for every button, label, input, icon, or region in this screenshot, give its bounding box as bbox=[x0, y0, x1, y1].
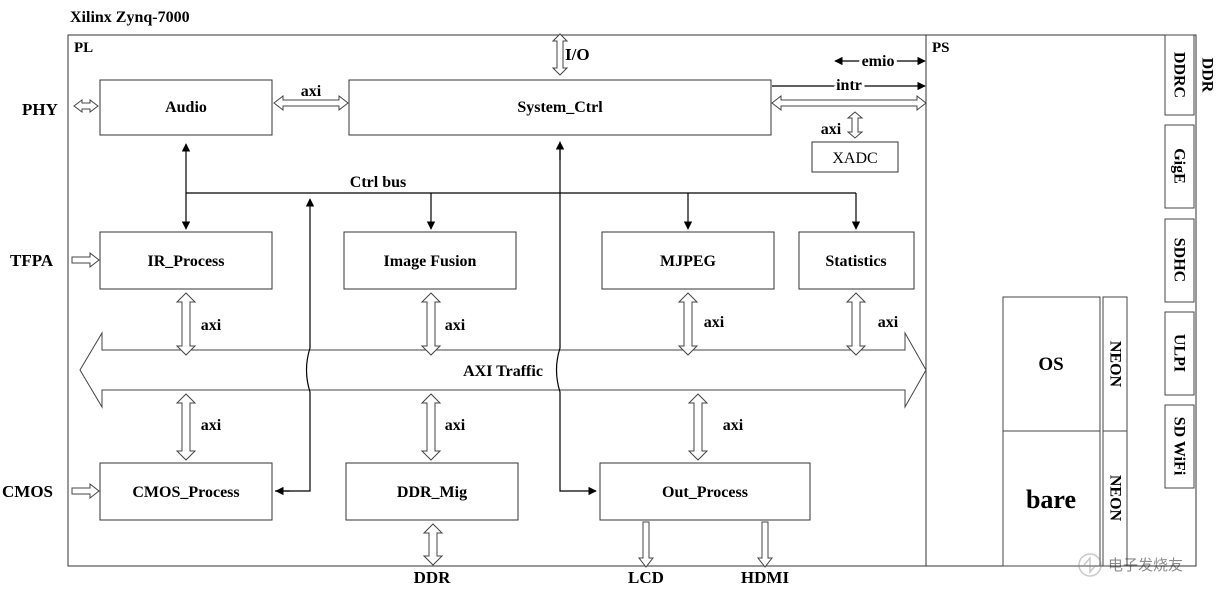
audio-sysctrl-axi-arrow bbox=[273, 94, 349, 112]
axi-label-xadc: axi bbox=[821, 121, 842, 138]
bare-label: bare bbox=[1026, 485, 1076, 514]
ps-module-sdwifi-label: SD WiFi bbox=[1171, 417, 1188, 476]
ir-axi-arrow bbox=[175, 292, 197, 356]
ps-module-gige bbox=[1164, 124, 1195, 209]
ps-module-ulpi bbox=[1164, 311, 1195, 396]
axi-traffic-bus bbox=[79, 331, 927, 409]
mjpeg-block bbox=[601, 231, 775, 290]
axi-label-statistics: axi bbox=[878, 314, 899, 331]
axi-label-fusion: axi bbox=[445, 317, 466, 334]
system-ctrl-label: System_Ctrl bbox=[517, 99, 603, 116]
emio-label: emio bbox=[862, 53, 895, 70]
watermark-logo: 电子发烧友 bbox=[1078, 553, 1183, 577]
bare-block bbox=[1002, 430, 1101, 567]
watermark-text: 电子发烧友 bbox=[1108, 557, 1183, 574]
ps-module-sdwifi bbox=[1164, 404, 1195, 489]
sysctrl-to-out-line bbox=[555, 143, 597, 496]
pl-label: PL bbox=[74, 40, 93, 56]
neon-label-bare: NEON bbox=[1107, 475, 1124, 522]
axi-label-mjpeg: axi bbox=[704, 314, 725, 331]
out-process-block bbox=[599, 462, 811, 521]
lcd-label: LCD bbox=[628, 568, 664, 587]
cmos-label: CMOS bbox=[2, 482, 53, 501]
cmos-arrow bbox=[71, 482, 100, 500]
out-axi-arrow bbox=[687, 393, 709, 461]
ps-ddr-label: DDR bbox=[1199, 58, 1216, 93]
fusion-axi-arrow bbox=[420, 292, 442, 356]
tfpa-arrow bbox=[71, 251, 100, 269]
ir-process-label: IR_Process bbox=[147, 253, 224, 270]
phy-label: PHY bbox=[22, 100, 58, 119]
ps-module-sdhc bbox=[1164, 218, 1195, 303]
ir-process-block bbox=[99, 231, 273, 290]
ps-module-ulpi-label: ULPI bbox=[1171, 334, 1188, 372]
ddr-ext-arrow bbox=[422, 523, 444, 566]
cmos-process-block bbox=[99, 462, 273, 521]
ddrmig-axi-arrow bbox=[420, 393, 442, 461]
statistics-axi-arrow bbox=[845, 292, 867, 356]
ddr-label: DDR bbox=[414, 568, 452, 587]
ps-module-ddrc bbox=[1164, 34, 1195, 116]
axi-label-ir: axi bbox=[201, 317, 222, 334]
io-label: I/O bbox=[565, 45, 590, 64]
ps-label: PS bbox=[932, 40, 950, 56]
xadc-axi-arrow bbox=[846, 111, 864, 139]
xadc-block bbox=[811, 141, 899, 173]
tfpa-label: TFPA bbox=[10, 251, 54, 270]
mjpeg-axi-arrow bbox=[677, 292, 699, 356]
audio-block bbox=[99, 79, 273, 136]
axi-label-audio: axi bbox=[301, 83, 322, 100]
axi-label-cmos: axi bbox=[201, 417, 222, 434]
xadc-label: XADC bbox=[832, 150, 877, 167]
system-ctrl-block bbox=[348, 79, 772, 136]
ps-module-ddrc-label: DDRC bbox=[1171, 52, 1188, 98]
ddr-mig-label: DDR_Mig bbox=[397, 484, 467, 501]
intr-label: intr bbox=[836, 77, 862, 94]
neon-block-bare bbox=[1102, 430, 1128, 567]
ddr-mig-block bbox=[345, 462, 519, 521]
hdmi-arrow bbox=[756, 521, 774, 568]
os-label: OS bbox=[1038, 354, 1063, 375]
ctrl-to-cmos-line bbox=[275, 198, 315, 492]
statistics-block bbox=[798, 231, 915, 290]
neon-label-os: NEON bbox=[1107, 341, 1124, 388]
cmos-process-label: CMOS_Process bbox=[132, 484, 239, 501]
io-arrow bbox=[551, 33, 569, 76]
image-fusion-label: Image Fusion bbox=[384, 253, 477, 270]
ctrl-bus-label: Ctrl bus bbox=[350, 174, 406, 191]
lcd-arrow bbox=[637, 521, 655, 568]
image-fusion-block bbox=[343, 231, 517, 290]
audio-label: Audio bbox=[165, 99, 207, 116]
out-process-label: Out_Process bbox=[662, 484, 748, 501]
hdmi-label: HDMI bbox=[741, 568, 790, 587]
phy-arrow bbox=[73, 99, 99, 113]
mjpeg-label: MJPEG bbox=[660, 253, 717, 270]
axi-label-ddrmig: axi bbox=[445, 417, 466, 434]
axi-traffic-label: AXI Traffic bbox=[463, 363, 543, 380]
cmos-axi-arrow bbox=[175, 393, 197, 461]
ps-module-gige-label: GigE bbox=[1171, 148, 1188, 184]
statistics-label: Statistics bbox=[825, 253, 886, 270]
axi-label-out: axi bbox=[723, 417, 744, 434]
ps-module-sdhc-label: SDHC bbox=[1171, 238, 1188, 282]
sysctrl-ps-arrow bbox=[771, 94, 927, 112]
diagram-title: Xilinx Zynq-7000 bbox=[70, 9, 190, 26]
